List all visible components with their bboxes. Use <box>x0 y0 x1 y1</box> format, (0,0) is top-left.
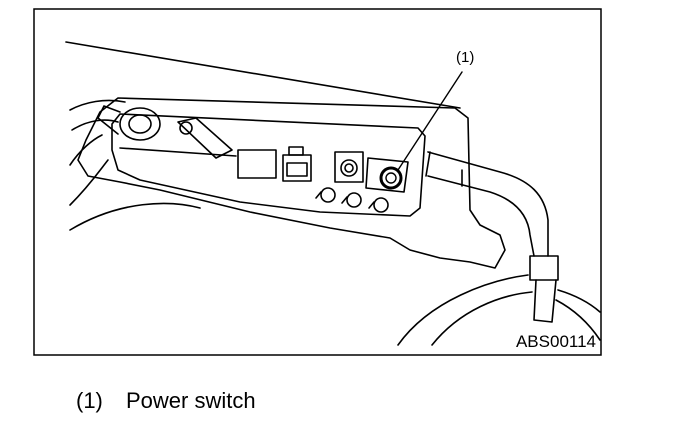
audio-jack <box>320 187 336 203</box>
latch-lever <box>177 117 233 159</box>
power-switch <box>379 166 403 190</box>
device-body <box>77 97 506 269</box>
right-cable <box>427 151 549 257</box>
reference-code: ABS00114 <box>516 332 596 351</box>
callout-marker: (1) <box>456 49 474 66</box>
port-panel <box>111 113 426 217</box>
legend-label: Power switch <box>126 388 256 413</box>
port-square <box>334 151 364 183</box>
legend-number: (1) <box>76 388 103 413</box>
legend: (1) Power switch <box>76 388 256 414</box>
device-top-edge <box>65 41 461 109</box>
power-switch-housing <box>365 157 409 193</box>
port-rect <box>237 149 277 179</box>
left-cable <box>69 99 126 111</box>
cable-clip <box>529 255 559 281</box>
round-connector <box>119 107 161 141</box>
callout-leader <box>397 71 463 171</box>
